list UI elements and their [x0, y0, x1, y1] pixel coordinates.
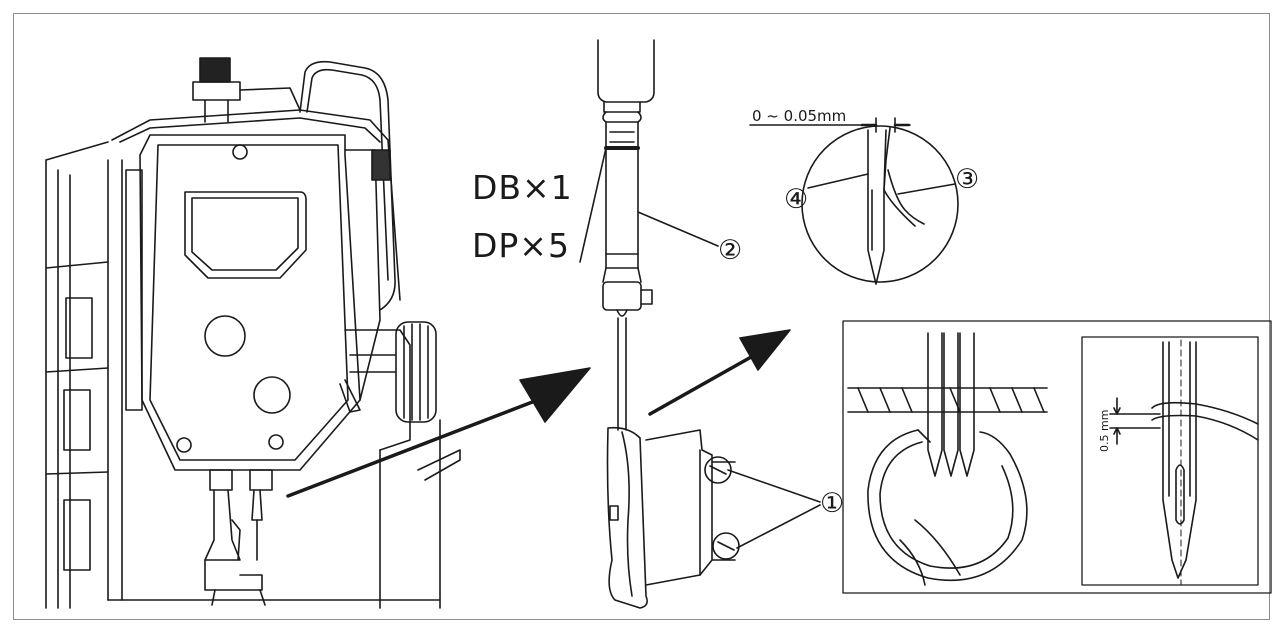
callout-2-leader — [637, 211, 719, 247]
hook-detail-box — [842, 320, 1272, 594]
callout-1: ① — [820, 488, 845, 519]
callout-3: ③ — [955, 164, 980, 195]
needle-type-label-1: DB×1 — [472, 168, 573, 207]
callout-2: ② — [718, 235, 743, 266]
needle-type-label-2: DP×5 — [472, 226, 570, 265]
height-dimension-label: 0.5 mm — [1098, 409, 1111, 452]
callout-3-leader — [897, 183, 956, 195]
callout-4: ④ — [784, 184, 809, 215]
sewing-machine-head — [45, 57, 461, 609]
pointer-arrows — [286, 329, 791, 498]
callout-1-leader-bottom — [736, 504, 821, 549]
figure-frame — [13, 13, 1270, 620]
clearance-dimension-label: 0 ~ 0.05mm — [752, 107, 847, 125]
needle-assembly — [579, 39, 821, 609]
clearance-detail — [749, 117, 959, 285]
callout-1-leader-top — [727, 469, 821, 503]
callout-4-leader — [807, 173, 869, 189]
